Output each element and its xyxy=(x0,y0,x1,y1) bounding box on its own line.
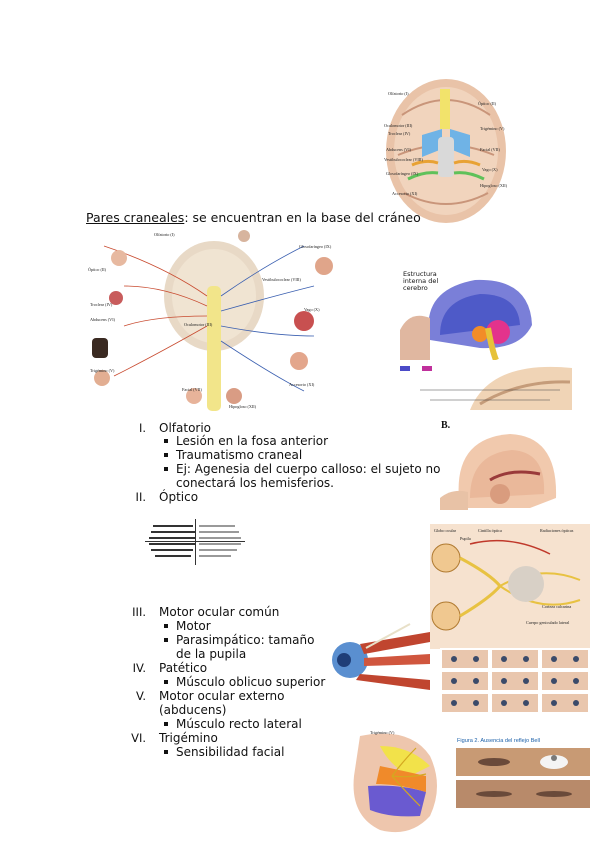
svg-text:Vago (X): Vago (X) xyxy=(304,307,320,312)
item-2-label: Óptico xyxy=(159,490,199,504)
svg-text:Glosofaríngeo (IX): Glosofaríngeo (IX) xyxy=(386,171,419,176)
item-1-number: I. xyxy=(138,421,146,435)
label-radiaciones-opticas: Radiaciones ópticas xyxy=(540,528,574,533)
brain-structure-label-line1: Estructura xyxy=(403,270,437,278)
brain-structure-label-line3: cerebro xyxy=(403,284,428,292)
svg-text:Trigémino (V): Trigémino (V) xyxy=(480,126,505,131)
item-6-label: Trigémino xyxy=(159,731,218,745)
svg-text:Óptico (II): Óptico (II) xyxy=(478,101,497,106)
item-5-bullet-1: Músculo recto lateral xyxy=(164,717,302,731)
svg-text:Oculomotor (III): Oculomotor (III) xyxy=(384,123,413,128)
item-3-bullet-1: Motor xyxy=(164,619,211,633)
svg-text:Olfatorio (I): Olfatorio (I) xyxy=(154,232,175,237)
svg-text:Troclear (IV): Troclear (IV) xyxy=(90,302,113,307)
item-6-bullet-1: Sensibilidad facial xyxy=(164,745,285,759)
svg-text:Abducens (VI): Abducens (VI) xyxy=(386,147,412,152)
label-pupila: Pupila xyxy=(460,536,471,541)
brain-base-figure: Olfatorio (I) Óptico (II) Oculomotor (II… xyxy=(384,79,508,223)
item-5-number: V. xyxy=(135,689,146,703)
item-3-bullet-2-text: Parasimpático: tamaño xyxy=(176,633,315,647)
label-globo-ocular: Globo ocular xyxy=(434,528,457,533)
svg-text:Hipogloso (XII): Hipogloso (XII) xyxy=(480,183,508,188)
panel-b-brain-figure xyxy=(440,434,557,510)
title-rest: : se encuentran en la base del cráneo xyxy=(184,210,421,225)
svg-text:Hipogloso (XII): Hipogloso (XII) xyxy=(229,404,257,409)
item-4-bullet-1-text: Músculo oblicuo superior xyxy=(176,675,326,689)
figure-caption: Figura 2. Ausencia del reflejo Bell xyxy=(457,738,541,744)
item-3-number: III. xyxy=(132,605,146,619)
item-6-bullet-1-text: Sensibilidad facial xyxy=(176,745,285,759)
item-3-label: Motor ocular común xyxy=(159,605,280,619)
label-cintilla-optica: Cintilla óptica xyxy=(478,528,502,533)
item-1-bullet-1-text: Lesión en la fosa anterior xyxy=(176,434,329,448)
brain-internal-structure-figure xyxy=(400,279,532,360)
item-3-bullet-1-text: Motor xyxy=(176,619,211,633)
page-title: Pares craneales: se encuentran en la bas… xyxy=(86,210,421,225)
item-1-bullet-3-continued: conectará los hemisferios. xyxy=(176,476,334,490)
visual-pathway-figure: Globo ocular Cintilla óptica Radiaciones… xyxy=(430,524,590,649)
item-5-label: Motor ocular externo xyxy=(159,689,285,703)
svg-text:Oculomotor (III): Oculomotor (III) xyxy=(184,322,213,327)
title-underlined: Pares craneales xyxy=(86,210,185,225)
panel-b-label: B. xyxy=(441,420,451,431)
sagittal-legend-figure xyxy=(400,366,572,410)
trigeminal-face-figure: Trigémino (V) xyxy=(353,730,437,833)
svg-text:Facial (VII): Facial (VII) xyxy=(182,387,202,392)
svg-text:Vago (X): Vago (X) xyxy=(482,167,498,172)
bell-reflex-photos xyxy=(456,748,590,808)
item-1-label: Olfatorio xyxy=(159,421,212,435)
brain-structure-label-line2: interna del xyxy=(403,277,439,285)
cranial-nerves-diagram: Olfatorio (I) Óptico (II) Troclear (IV) … xyxy=(88,230,333,411)
item-1-bullet-3-text: Ej: Agenesia del cuerpo calloso: el suje… xyxy=(176,462,441,476)
label-cuerpo-geniculado: Cuerpo geniculado lateral xyxy=(526,620,570,625)
item-6-number: VI. xyxy=(131,731,146,745)
svg-text:Abducens (VI): Abducens (VI) xyxy=(90,317,116,322)
item-5-label-continued: (abducens) xyxy=(159,703,227,717)
item-1-bullet-2: Traumatismo craneal xyxy=(164,448,303,462)
item-1-bullet-2-text: Traumatismo craneal xyxy=(176,448,303,462)
svg-text:Vestibulococlear (VIII): Vestibulococlear (VIII) xyxy=(384,157,424,162)
eye-muscles-figure xyxy=(332,623,430,690)
label-corteza-calcarina: Corteza calcarina xyxy=(542,604,571,609)
brain-structure-label: Estructura interna del cerebro xyxy=(403,271,438,292)
item-5-bullet-1-text: Músculo recto lateral xyxy=(176,717,302,731)
svg-text:Olfatorio (I): Olfatorio (I) xyxy=(388,91,409,96)
svg-text:Trigémino (V): Trigémino (V) xyxy=(90,368,115,373)
svg-text:Óptico (II): Óptico (II) xyxy=(88,267,107,272)
svg-text:Accesorio (XI): Accesorio (XI) xyxy=(289,382,315,387)
visual-field-figure xyxy=(145,519,245,565)
item-4-number: IV. xyxy=(132,661,146,675)
item-3-bullet-2: Parasimpático: tamaño xyxy=(164,633,315,647)
item-1-bullet-1: Lesión en la fosa anterior xyxy=(164,434,329,448)
item-1-bullet-3: Ej: Agenesia del cuerpo calloso: el suje… xyxy=(164,462,441,476)
svg-text:Accesorio (XI): Accesorio (XI) xyxy=(392,191,418,196)
svg-text:Facial (VII): Facial (VII) xyxy=(480,147,500,152)
label-trigemino: Trigémino (V) xyxy=(370,730,395,735)
svg-text:Glosofaríngeo (IX): Glosofaríngeo (IX) xyxy=(299,244,332,249)
svg-text:Troclear (IV): Troclear (IV) xyxy=(388,131,411,136)
item-4-label: Patético xyxy=(159,661,208,675)
svg-text:Vestibulococlear (VIII): Vestibulococlear (VIII) xyxy=(262,277,302,282)
eye-movement-photos xyxy=(440,648,590,714)
item-4-bullet-1: Músculo oblicuo superior xyxy=(164,675,326,689)
item-3-bullet-2-continued: de la pupila xyxy=(176,647,247,661)
item-2-number: II. xyxy=(135,490,146,504)
